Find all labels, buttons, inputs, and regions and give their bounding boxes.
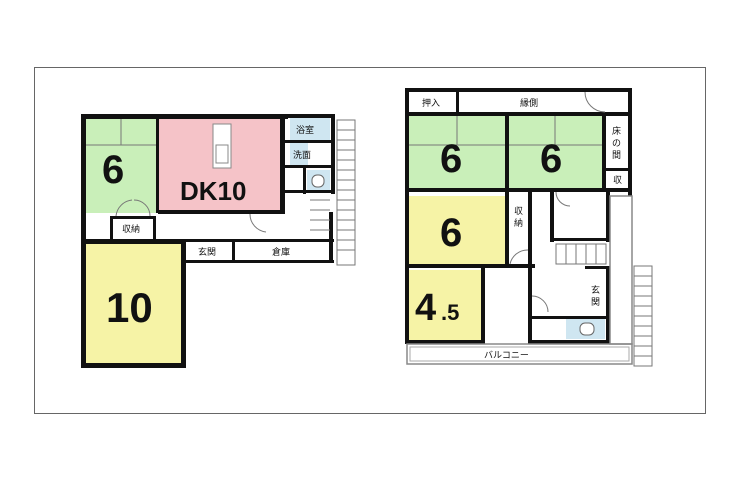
door-arc-3 — [249, 213, 267, 233]
kitchen-sink — [215, 144, 229, 164]
stairs-external — [633, 265, 653, 367]
stairs-1 — [310, 119, 356, 266]
kitchen-counter — [212, 123, 232, 169]
door-arc-4 — [584, 91, 606, 113]
bath-label: 浴室 — [296, 124, 314, 136]
small-storage-label: 収 — [613, 174, 622, 186]
entrance-label-1: 玄関 — [198, 246, 216, 258]
veranda-label: 縁側 — [520, 97, 538, 109]
toilet-1 — [311, 174, 325, 188]
balcony-outline — [406, 343, 633, 365]
plan-frame — [34, 67, 706, 414]
room-6a-label: 6 — [440, 137, 462, 181]
door-arc-2 — [133, 199, 151, 217]
room-10-label: 10 — [106, 284, 153, 331]
room-45-label-main: 4 — [415, 287, 436, 329]
balcony-inner — [409, 346, 630, 362]
tatami-lines-2 — [409, 116, 602, 146]
tokonoma-label-3: 間 — [612, 150, 621, 161]
entrance-label-2b: 関 — [591, 297, 600, 308]
room-45-fill — [409, 270, 481, 340]
balcony-label: バルコニー — [484, 350, 529, 361]
room-45-label-dec: .5 — [441, 300, 459, 325]
stairs-2 — [555, 243, 607, 265]
room-6c-label: 6 — [440, 211, 462, 255]
warehouse-label: 倉庫 — [272, 246, 290, 258]
door-arc-6 — [509, 249, 529, 265]
room-10-fill — [85, 243, 183, 364]
storage-label-2b: 納 — [514, 217, 523, 229]
tatami-lines-1 — [85, 118, 158, 146]
floor-2: 押入 縁側 6 6 床 の 間 収 6 収 納 4 .5 玄 関 バルコニー — [405, 88, 653, 367]
entrance-label-2a: 玄 — [591, 284, 600, 296]
room-6b-label: 6 — [540, 137, 562, 181]
tokonoma-label-2: の — [612, 139, 621, 149]
door-arc-1 — [115, 199, 133, 217]
storage-label-2a: 収 — [514, 205, 523, 217]
balcony-side — [609, 195, 633, 345]
storage-label-1: 収納 — [122, 223, 140, 235]
floor-1: 6 DK10 10 浴室 洗面 収納 玄関 倉庫 — [81, 114, 356, 368]
room-dk10-label: DK10 — [180, 176, 246, 206]
room-6-label: 6 — [102, 148, 124, 192]
closet-label: 押入 — [422, 97, 440, 109]
wash-fill — [290, 142, 308, 166]
tokonoma-label-1: 床 — [612, 125, 621, 137]
door-arc-7 — [531, 295, 549, 313]
toilet-2 — [579, 322, 595, 336]
wash-label: 洗面 — [293, 149, 311, 161]
bath-fill — [290, 118, 330, 142]
room-6c-fill — [409, 196, 505, 264]
door-arc-5 — [555, 191, 571, 207]
